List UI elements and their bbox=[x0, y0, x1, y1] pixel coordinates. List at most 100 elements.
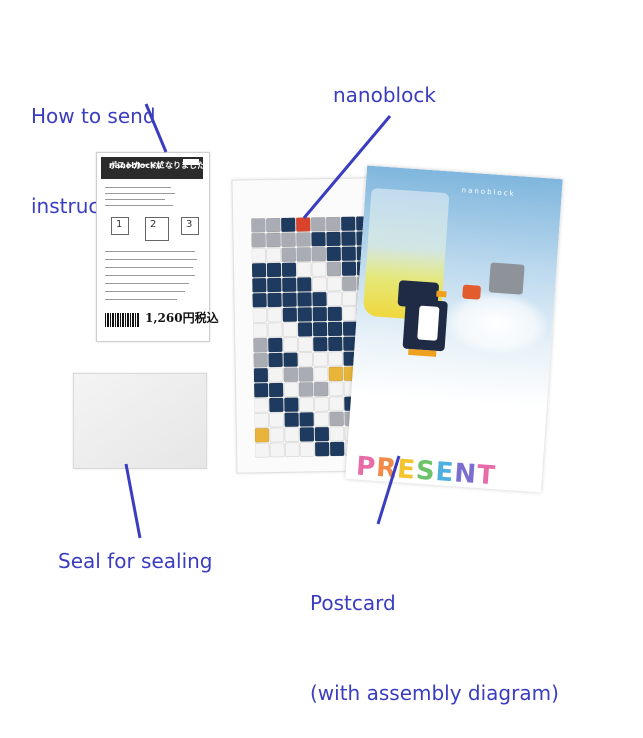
nanoblock-brick bbox=[296, 277, 312, 292]
how-to-send-instruction-sheet: nanoblockが ポストカードになりました。 1 2 3 1,260円税込 bbox=[96, 152, 219, 342]
nanoblock-brick bbox=[282, 337, 298, 353]
nanoblock-brick bbox=[253, 367, 269, 383]
nanoblock-brick bbox=[283, 382, 299, 398]
nanoblock-brick bbox=[326, 276, 342, 292]
nanoblock-brick bbox=[283, 367, 299, 383]
text-line bbox=[105, 299, 177, 300]
nanoblock-brick bbox=[341, 231, 356, 247]
label-postcard-line1: Postcard bbox=[310, 591, 396, 615]
nanoblock-brick bbox=[266, 262, 282, 278]
nanoblock-brick bbox=[326, 231, 341, 247]
nanoblock-brick bbox=[341, 261, 357, 277]
step-1-number: 1 bbox=[116, 219, 123, 230]
nanoblock-brick bbox=[328, 396, 344, 412]
instruction-heading-line1: nanoblockが bbox=[109, 161, 164, 170]
nanoblock-brick bbox=[327, 306, 343, 322]
nanoblock-brick bbox=[312, 321, 328, 337]
nanoblock-brick bbox=[266, 232, 281, 248]
nanoblock-brick bbox=[281, 262, 297, 278]
nanoblock-brick bbox=[252, 292, 267, 308]
nanoblock-brick bbox=[325, 216, 341, 232]
nanoblock-brick bbox=[340, 216, 356, 232]
text-line bbox=[105, 251, 195, 252]
nanoblock-brick bbox=[253, 382, 269, 398]
nanoblock-brick bbox=[251, 232, 266, 248]
nanoblock-brick bbox=[283, 397, 299, 413]
nanoblock-brick bbox=[297, 292, 312, 307]
nanoblock-brick bbox=[269, 442, 285, 458]
nanoblock-brick bbox=[342, 291, 357, 307]
nanoblock-brick bbox=[314, 411, 330, 427]
nanoblock-brick bbox=[284, 412, 300, 428]
leader-nanoblock bbox=[302, 115, 392, 219]
nanoblock-brick bbox=[282, 307, 298, 323]
nanoblock-brick bbox=[311, 276, 327, 292]
nanoblock-brick bbox=[265, 217, 281, 233]
nanoblock-brick bbox=[341, 276, 357, 292]
label-how-to-send-line1: How to send bbox=[31, 104, 156, 128]
leader-postcard bbox=[376, 455, 401, 525]
text-line bbox=[105, 187, 171, 188]
nanoblock-brick bbox=[283, 352, 298, 368]
nanoblock-brick bbox=[268, 352, 283, 368]
nanoblock-brick bbox=[267, 337, 283, 353]
label-seal: Seal for sealing bbox=[58, 549, 213, 573]
nanoblock-brick bbox=[282, 292, 297, 308]
nanoblock-brick bbox=[314, 426, 330, 442]
nanoblock-brick bbox=[312, 306, 328, 322]
nanoblock-brick bbox=[329, 441, 345, 457]
nanoblock-brick bbox=[281, 232, 296, 248]
nanoblock-brick bbox=[251, 247, 267, 263]
nanoblock-brick bbox=[252, 322, 268, 338]
nanoblock-brick bbox=[314, 441, 330, 457]
nanoblock-brick bbox=[313, 396, 329, 412]
nanoblock-brick bbox=[328, 381, 344, 397]
nanoblock-brick bbox=[252, 307, 268, 323]
nanoblock-brick bbox=[268, 367, 284, 383]
nanoblock-brick bbox=[298, 397, 314, 412]
nanoblock-brick bbox=[267, 322, 283, 338]
nanoblock-brick bbox=[251, 262, 267, 278]
barcode bbox=[105, 313, 139, 327]
nanoblock-brick bbox=[299, 412, 315, 427]
nanoblock-brick bbox=[298, 367, 314, 382]
nanoblock-brick bbox=[282, 322, 298, 338]
text-line bbox=[105, 199, 165, 200]
nanoblock-brick bbox=[341, 246, 357, 262]
nanoblock-brick bbox=[326, 261, 342, 277]
nanoblock-brick bbox=[326, 246, 342, 262]
nanoblock-brick bbox=[328, 366, 344, 382]
nanoblock-brick bbox=[251, 217, 266, 233]
nanoblock-brick bbox=[297, 322, 313, 337]
label-nanoblock: nanoblock bbox=[333, 83, 436, 107]
nanoblock-brick bbox=[299, 427, 315, 442]
instruction-tag bbox=[183, 159, 199, 165]
instruction-header: nanoblockが ポストカードになりました。 bbox=[101, 157, 213, 179]
nanoblock-brick bbox=[269, 412, 285, 428]
nanoblock-brick bbox=[297, 337, 313, 352]
nanoblock-brick bbox=[284, 427, 300, 443]
nanoblock-brick bbox=[311, 231, 326, 247]
text-line bbox=[105, 267, 193, 268]
label-postcard-line2: (with assembly diagram) bbox=[310, 681, 559, 705]
nanoblock-brick bbox=[313, 351, 328, 367]
nanoblock-brick bbox=[327, 336, 343, 352]
text-line bbox=[105, 193, 175, 194]
nanoblock-brick bbox=[311, 246, 327, 262]
leader-how-to-send bbox=[144, 103, 168, 153]
nanoblock-brick bbox=[310, 216, 326, 232]
nanoblock-brick bbox=[312, 291, 327, 307]
nanoblock-brick bbox=[298, 382, 314, 397]
nanoblock-brick bbox=[329, 426, 345, 442]
nanoblock-brick bbox=[281, 277, 297, 293]
text-line bbox=[105, 205, 173, 206]
nanoblock-brick bbox=[296, 247, 312, 262]
leader-seal bbox=[124, 463, 142, 539]
instruction-heading-line2: ポストカードになりました。 bbox=[109, 161, 213, 170]
nanoblock-brick bbox=[329, 411, 345, 427]
nanoblock-brick bbox=[284, 442, 300, 458]
nanoblock-brick bbox=[268, 382, 284, 398]
step-3-icon: 3 bbox=[181, 217, 199, 235]
text-line bbox=[105, 283, 189, 284]
nanoblock-brick bbox=[254, 412, 270, 428]
